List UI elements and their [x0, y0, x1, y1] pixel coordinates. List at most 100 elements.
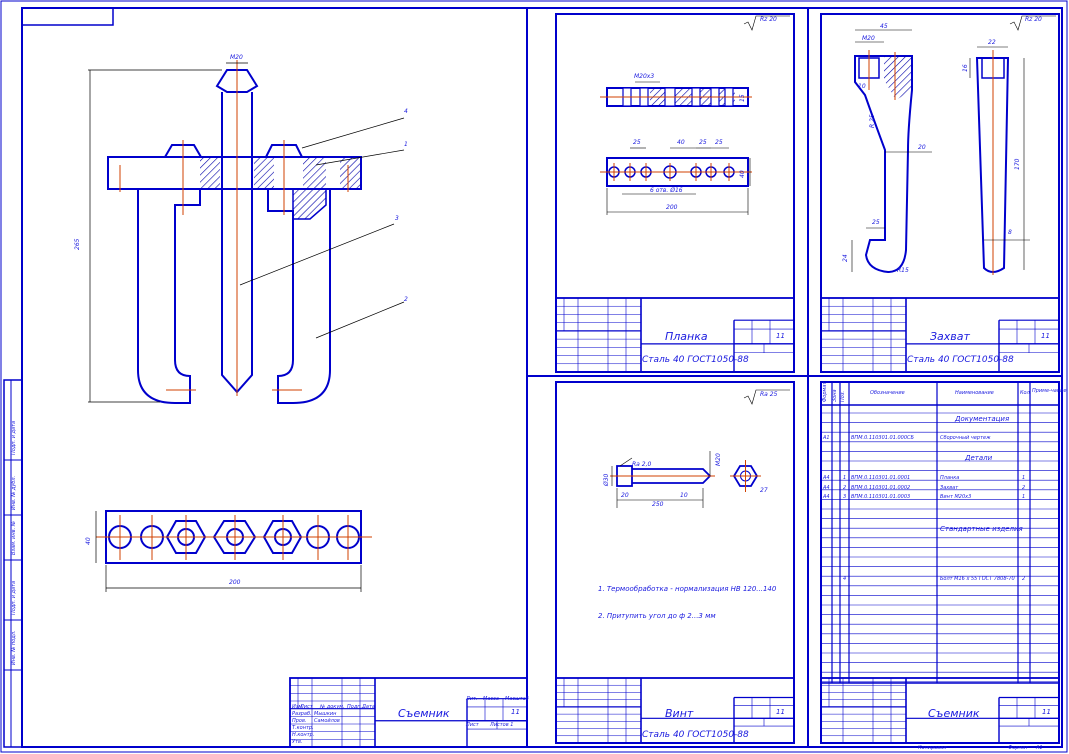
zahvat-d: 8 [1008, 229, 1012, 236]
spec-title: Съемник [928, 707, 980, 720]
zahvat-title: Захват [930, 330, 970, 343]
tb-head-izm: Изм. [292, 704, 304, 710]
spec-row-4-fmt: А4 [823, 494, 830, 500]
side-label-2: Инв. № дубл. [11, 475, 17, 510]
vint-d: Ø30 [603, 473, 610, 486]
zahvat-a: 10 [858, 83, 866, 90]
tb-sheet: Лист [466, 722, 479, 728]
vint-drawing [610, 389, 790, 508]
assembly-title: Съемник [398, 707, 450, 720]
planka-t: 15 [739, 94, 746, 102]
vint-thread: М20 [715, 453, 722, 466]
dim-bolt: М20 [230, 54, 243, 61]
zahvat-top: 45 [880, 23, 888, 30]
vint-material: Сталь 40 ГОСТ1050-88 [642, 730, 749, 740]
planka-title: Планка [665, 330, 708, 343]
tb-head-doc: № докум. [320, 704, 345, 710]
footer-format-label: Формат [1008, 745, 1029, 751]
vint-roughness: Ra 25 [760, 391, 778, 398]
leader-2: 2 [404, 296, 408, 303]
zahvat-b: 25 [872, 219, 880, 226]
zahvat-sheet-no: 11 [1041, 332, 1050, 340]
footer-format-value: А1 [1036, 745, 1043, 751]
spec-row-2-code: ВПМ.0.110301.01.0001 [851, 475, 911, 481]
spec-row-5-pos: 4 [843, 576, 847, 582]
tb-head-sign: Подп. [347, 704, 363, 710]
spec-sheet-no: 11 [1042, 708, 1051, 716]
spec-row-2-qty: 1 [1022, 475, 1026, 481]
spec-row-1-code: ВПМ.0.110301.01.000СБ [851, 435, 914, 441]
spec-row-2-fmt: А4 [823, 475, 830, 481]
tb-role-1: Разраб. [292, 711, 312, 717]
tb-col-scale: Масштаб [505, 696, 529, 702]
planka-d4: 25 [715, 139, 723, 146]
side-label-1: Подп. и дата [11, 420, 17, 455]
vint-a: 20 [621, 492, 629, 499]
spec-header-zone: Зона [832, 389, 838, 402]
tb-col-lit: Лит. [466, 696, 478, 702]
tb-head-list: Лист [300, 704, 313, 710]
tb-role-4: Н.контр. [292, 732, 315, 738]
dim-height: 265 [74, 238, 81, 250]
zahvat-material: Сталь 40 ГОСТ1050-88 [907, 355, 1014, 365]
planka-h: 40 [739, 170, 746, 178]
leader-1: 1 [404, 141, 408, 148]
vint-len: 250 [652, 501, 664, 508]
dim-width: 200 [229, 579, 241, 586]
planka-d2: 40 [677, 139, 685, 146]
spec-row-2-pos: 1 [843, 475, 847, 481]
planka-material: Сталь 40 ГОСТ1050-88 [642, 355, 749, 365]
spec-section-standard: Стандартные изделия [940, 525, 1023, 533]
spec-row-5-qty: 2 [1022, 576, 1026, 582]
zahvat-thread: М20 [862, 35, 875, 42]
spec-row-3-pos: 2 [843, 485, 847, 491]
spec-header-qty: Кол. [1020, 390, 1032, 396]
vint-title: Винт [665, 707, 694, 720]
assembly-sheet-no: 11 [511, 708, 520, 716]
spec-header-name: Наименование [955, 390, 994, 396]
leader-4: 4 [404, 108, 408, 115]
zahvat-r: R 25 [869, 114, 876, 128]
spec-section-parts: Детали [965, 454, 993, 462]
spec-row-4-name: Винт М20х3 [940, 494, 972, 500]
title-blocks [289, 297, 1060, 748]
spec-row-1-fmt: А1 [823, 435, 830, 441]
assembly-drawing [88, 60, 405, 592]
side-label-3: Взам. инв. № [11, 521, 17, 555]
zahvat-r2: R15 [897, 267, 909, 274]
spec-row-2-name: Планка [940, 475, 960, 481]
planka-thread: М20х3 [634, 73, 655, 80]
spec-row-1-name: Сборочный чертеж [940, 435, 991, 441]
zahvat-len: 170 [1014, 158, 1021, 170]
footer-copied: Копировал [918, 745, 947, 751]
vint-b: 10 [680, 492, 688, 499]
spec-header-note: Приме-чание [1032, 388, 1067, 394]
tb-role-3: Т.контр. [292, 725, 314, 731]
tb-name-1: Мышкин [314, 711, 337, 717]
tb-head-date: Дата [362, 704, 375, 710]
planka-roughness: Rz 20 [760, 16, 777, 23]
side-label-4: Подп. и дата [11, 580, 17, 615]
planka-holes: 6 отв. Ø16 [650, 187, 683, 194]
tb-role-2: Пров. [292, 718, 307, 724]
spec-row-3-qty: 2 [1022, 485, 1026, 491]
vint-inner-roughness: Ra 2,0 [632, 461, 652, 468]
planka-drawing [600, 15, 790, 215]
spec-row-4-pos: 3 [843, 494, 847, 500]
vint-sheet-no: 11 [776, 708, 785, 716]
vint-s: 27 [760, 487, 768, 494]
tb-col-mass: Масса [483, 696, 499, 702]
spec-row-5-name: Болт М16 х 55 ГОСТ 7808-70 [940, 576, 1015, 582]
spec-row-4-code: ВПМ.0.110301.01.0003 [851, 494, 911, 500]
planka-sheet-no: 11 [776, 332, 785, 340]
planka-d1: 25 [633, 139, 641, 146]
vint-note-1: 1. Термообработка - нормализация HB 120.… [598, 585, 777, 593]
spec-section-docs: Документация [955, 415, 1010, 423]
zahvat-w: 20 [918, 144, 926, 151]
zahvat-roughness: Rz 20 [1025, 16, 1042, 23]
spec-header-format: Формат [822, 381, 828, 402]
zahvat-c: 24 [842, 254, 849, 262]
spec-header-code: Обозначение [870, 390, 905, 396]
